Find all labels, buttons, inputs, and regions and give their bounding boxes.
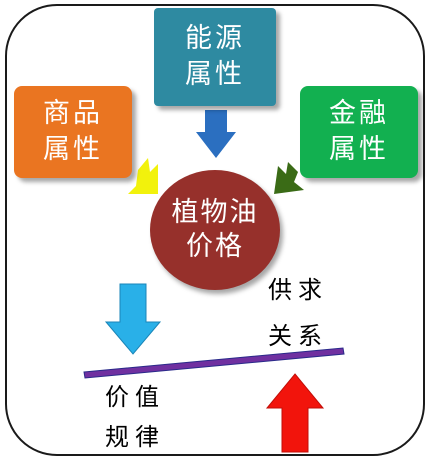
cyan-down-arrow	[104, 283, 162, 355]
blue-down-arrow	[196, 110, 236, 158]
commodity-line1: 商品	[43, 98, 103, 129]
finance-attribute-box: 金融 属性	[300, 86, 418, 178]
energy-line1: 能源	[185, 23, 245, 54]
supply-demand-line2: 关系	[268, 322, 328, 350]
finance-line2: 属性	[329, 134, 389, 165]
supply-demand-line1: 供求	[268, 276, 328, 304]
energy-attribute-box: 能源 属性	[154, 8, 276, 106]
value-law-label: 价值 规律	[105, 380, 165, 454]
value-law-line1: 价值	[105, 383, 165, 411]
vegetable-oil-price-circle: 植物油 价格	[150, 170, 280, 290]
value-law-line2: 规律	[105, 423, 165, 451]
finance-line1: 金融	[329, 98, 389, 129]
center-line1: 植物油	[171, 197, 259, 228]
commodity-attribute-box: 商品 属性	[14, 86, 132, 178]
center-line2: 价格	[186, 231, 244, 262]
energy-line2: 属性	[185, 59, 245, 90]
commodity-line2: 属性	[43, 134, 103, 165]
supply-demand-label: 供求 关系	[268, 273, 328, 353]
red-up-arrow	[265, 373, 325, 453]
lever-bar	[83, 347, 345, 379]
green-diagonal-arrow	[274, 162, 304, 194]
yellow-diagonal-arrow	[128, 158, 158, 194]
